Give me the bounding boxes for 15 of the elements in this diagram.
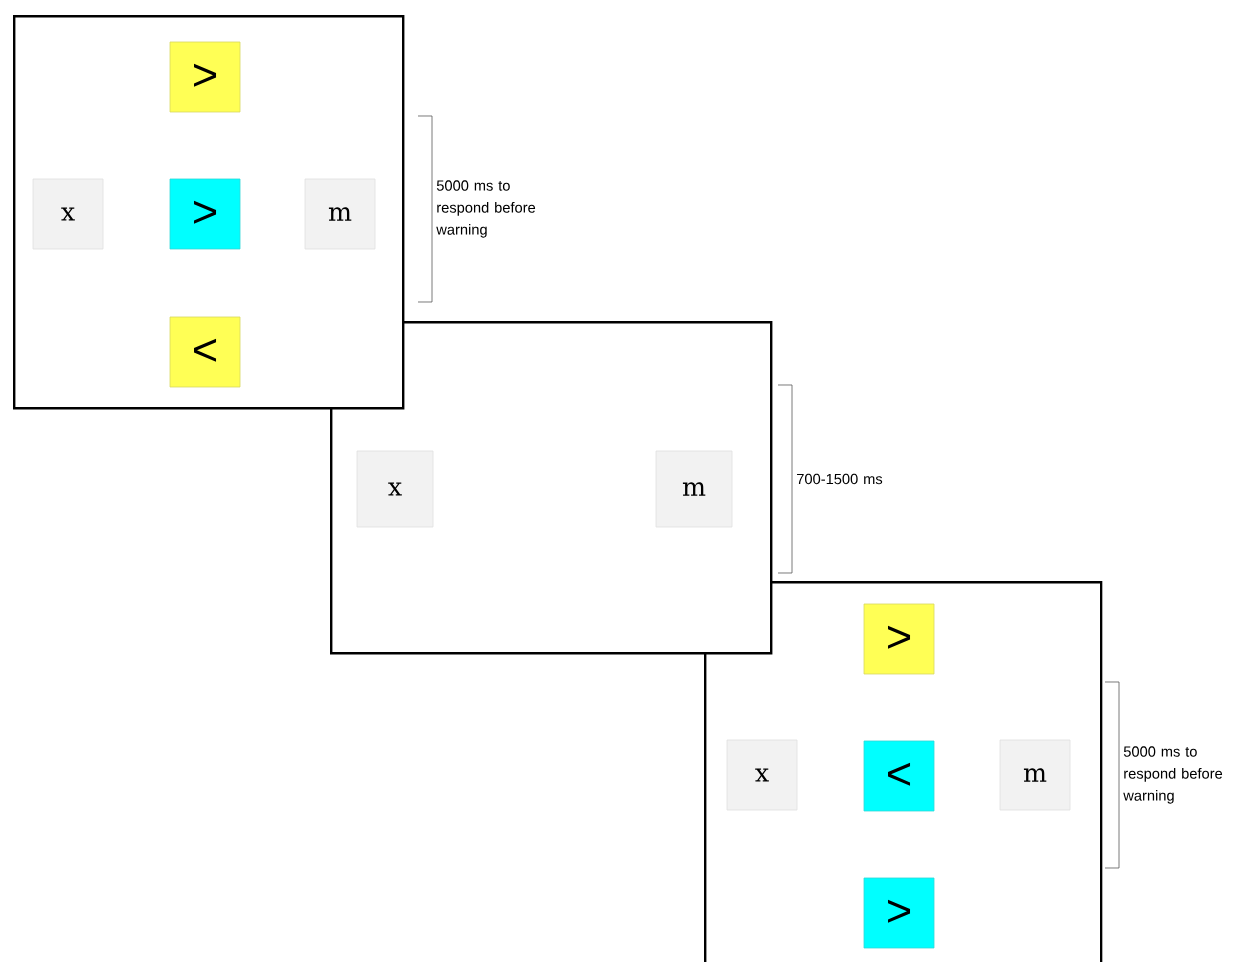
key-card: m: [655, 450, 733, 528]
key-card: m: [999, 739, 1071, 811]
arrow-card: >: [169, 41, 241, 113]
duration-label: 700-1500 ms: [797, 473, 883, 485]
key-card: x: [726, 739, 798, 811]
arrow-card: >: [863, 877, 935, 949]
duration-label: 5000 ms to respond before warning: [436, 180, 536, 238]
arrow-card: >: [169, 178, 241, 250]
arrow-card: >: [863, 603, 935, 675]
key-card: m: [304, 178, 376, 250]
key-card: x: [32, 178, 104, 250]
arrow-card: <: [169, 316, 241, 388]
duration-label: 5000 ms to respond before warning: [1123, 746, 1223, 804]
key-card: x: [356, 450, 434, 528]
arrow-card: <: [863, 740, 935, 812]
